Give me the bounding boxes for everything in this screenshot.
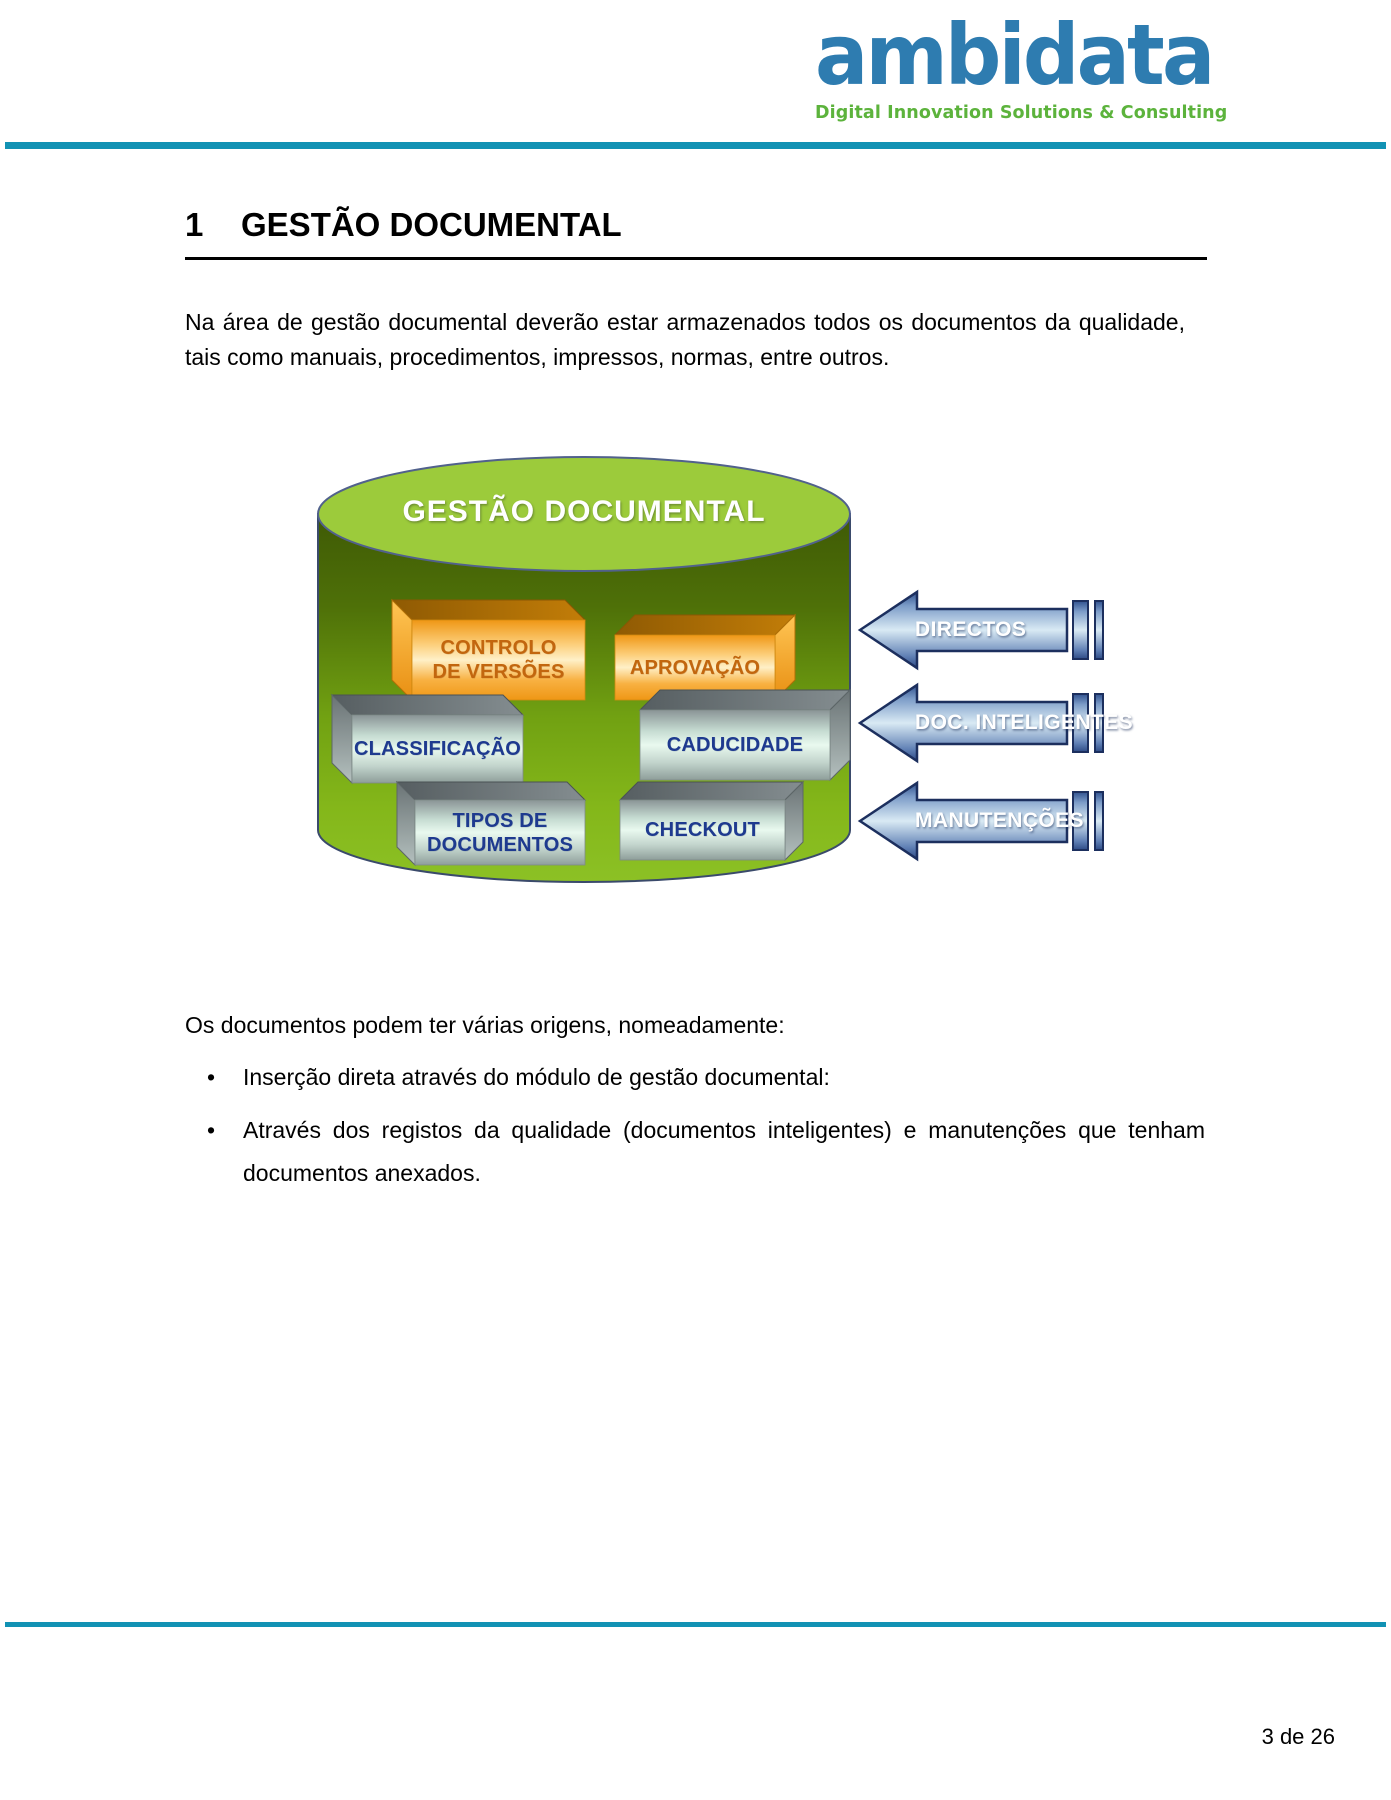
section-heading: 1 GESTÃO DOCUMENTAL (185, 206, 1207, 244)
section-title: GESTÃO DOCUMENTAL (241, 206, 622, 243)
box-caducidade (638, 688, 852, 782)
logo-tagline: Digital Innovation Solutions & Consultin… (815, 103, 1228, 123)
list-item: • Através dos registos da qualidade (doc… (207, 1109, 1205, 1195)
heading-underline (185, 257, 1207, 260)
arrow-directos-shape (857, 589, 1104, 671)
origins-bullet-list: • Inserção direta através do módulo de g… (207, 1062, 1205, 1195)
bullet-icon: • (207, 1064, 216, 1090)
module-label-controlo-versoes: CONTROLO DE VERSÕES (432, 637, 565, 683)
module-label-tipos-documentos: TIPOS DE DOCUMENTOS (426, 809, 574, 856)
arrow-doc-inteligentes-shape (857, 682, 1104, 764)
module-label-classificacao: CLASSIFICAÇÃO (353, 738, 522, 760)
box-controlo-versoes (390, 598, 587, 702)
bullet-text: Inserção direta através do módulo de ges… (243, 1064, 830, 1090)
arrow-label-manutencoes: MANUTENÇÕES (915, 809, 1084, 832)
header-rule (5, 142, 1386, 149)
cylinder-title: GESTÃO DOCUMENTAL (402, 495, 766, 528)
module-label-aprovacao: APROVAÇÃO (629, 656, 761, 679)
arrow-label-directos: DIRECTOS (915, 618, 1027, 641)
gestao-documental-diagram: GESTÃO DOCUMENTAL CONTROLO DE VERSÕES AP… (285, 395, 1145, 895)
arrow-label-doc-inteligentes: DOC. INTELIGENTES (915, 711, 1133, 734)
box-classificacao (330, 693, 525, 785)
bullet-text: Através dos registos da qualidade (docum… (243, 1117, 1205, 1186)
box-aprovacao (613, 613, 797, 702)
diagram-graphics (317, 456, 1104, 883)
arrow-manutencoes-shape (857, 780, 1104, 862)
box-tipos-documentos (395, 780, 587, 867)
page-number: 3 de 26 (1261, 1724, 1335, 1749)
origins-lead-paragraph: Os documentos podem ter várias origens, … (185, 1012, 785, 1038)
section-number: 1 (185, 206, 204, 243)
list-item: • Inserção direta através do módulo de g… (207, 1062, 1205, 1092)
module-label-caducidade: CADUCIDADE (666, 734, 804, 756)
box-checkout (618, 780, 805, 862)
footer-rule (5, 1622, 1386, 1627)
module-label-checkout: CHECKOUT (645, 819, 760, 841)
cylinder-top (317, 456, 851, 572)
intro-paragraph: Na área de gestão documental deverão est… (185, 309, 1185, 370)
bullet-icon: • (207, 1117, 216, 1143)
ambidata-logo: ambidata Digital Innovation Solutions & … (815, 6, 1228, 123)
logo-wordmark: ambidata (815, 6, 1215, 104)
